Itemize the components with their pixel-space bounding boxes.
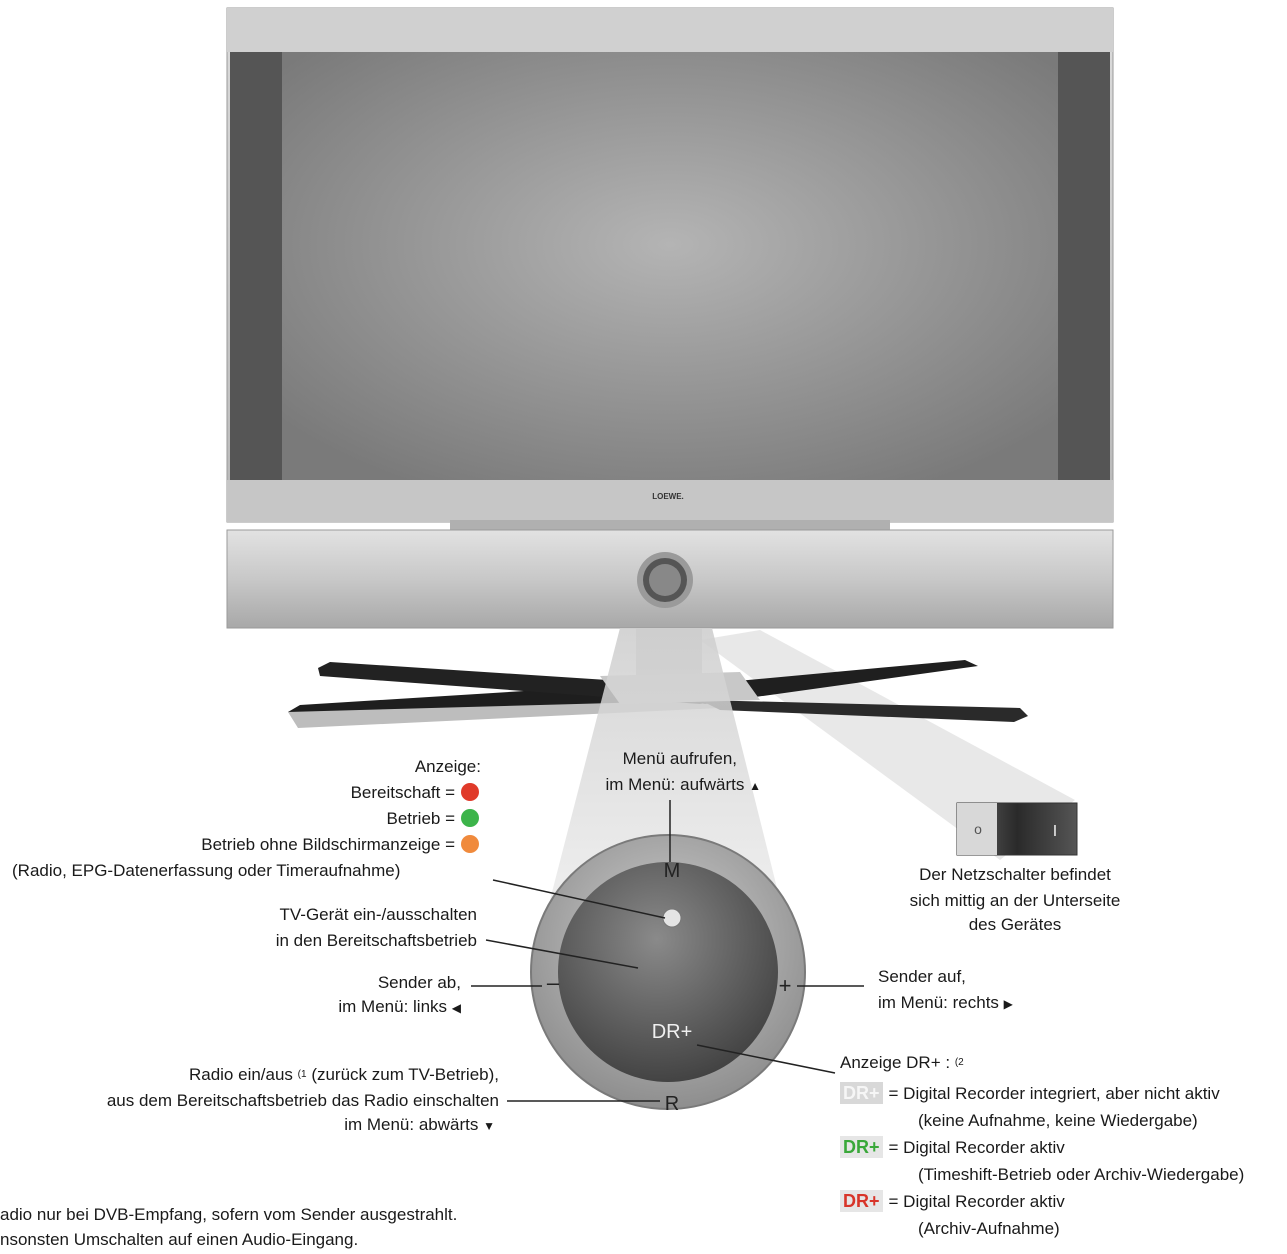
dr-legend-row-3: DR+= Digital Recorder aktiv	[840, 1190, 1065, 1213]
tv-top-bar	[227, 8, 1113, 52]
key-dr: DR+	[652, 1021, 693, 1043]
label-bereitschaft: Bereitschaft =	[351, 782, 479, 804]
label-netz-1: Der Netzschalter befindet	[919, 865, 1111, 884]
dr-legend-detail-2: (Timeshift-Betrieb oder Archiv-Wiedergab…	[918, 1165, 1245, 1184]
switch-on-symbol: I	[1053, 823, 1057, 840]
tv-bottom-bar	[227, 480, 1113, 522]
stand-foot-4	[700, 700, 1028, 722]
tv-screen	[282, 52, 1058, 480]
footnote-2: nsonsten Umschalten auf einen Audio-Eing…	[0, 1230, 359, 1249]
tv-foot-gap	[450, 520, 890, 530]
anzeige-title: Anzeige:	[414, 757, 481, 776]
triangle-left-icon: ◀	[451, 1001, 461, 1015]
label-sender-ab-2: im Menü: links ◀	[338, 997, 461, 1016]
label-menu-2: im Menü: aufwärts ▲	[605, 775, 761, 794]
power-led	[662, 908, 682, 928]
label-netz-2: sich mittig an der Unterseite	[909, 891, 1121, 910]
leader-power	[485, 939, 639, 969]
key-m: M	[664, 860, 681, 882]
green-indicator-dot	[461, 809, 479, 827]
remote-beam	[550, 628, 780, 900]
remote-inner	[558, 862, 778, 1082]
dr-green-badge: DR+	[840, 1136, 883, 1158]
dr-red-badge: DR+	[840, 1190, 883, 1212]
dr-legend-detail-3: (Archiv-Aufnahme)	[918, 1219, 1060, 1238]
leader-led	[492, 879, 666, 919]
triangle-up-icon: ▲	[749, 779, 761, 793]
dr-legend-title: Anzeige DR+ : (2	[840, 1053, 964, 1072]
key-r: R	[665, 1093, 679, 1115]
label-sender-auf-1: Sender auf,	[878, 967, 966, 986]
label-radio-3: im Menü: abwärts ▼	[344, 1115, 495, 1134]
orange-indicator-dot	[461, 835, 479, 853]
dr-legend-row-1: DR+= Digital Recorder integriert, aber n…	[840, 1082, 1220, 1105]
label-sender-ab-1: Sender ab,	[377, 973, 461, 992]
label-betrieb-ohne-detail: (Radio, EPG-Datenerfassung oder Timerauf…	[12, 861, 401, 880]
key-plus: +	[779, 973, 792, 998]
label-menu-1: Menü aufrufen,	[622, 749, 737, 768]
label-betrieb: Betrieb =	[386, 808, 479, 830]
dr-legend-row-2: DR+= Digital Recorder aktiv	[840, 1136, 1065, 1159]
control-knob-center	[649, 564, 681, 596]
triangle-down-icon: ▼	[483, 1119, 495, 1133]
leader-dr	[696, 1044, 836, 1074]
key-minus: –	[547, 970, 560, 995]
power-switch-off-side	[957, 803, 997, 855]
tv-left-speaker	[230, 52, 282, 480]
label-betrieb-ohne: Betrieb ohne Bildschirmanzeige =	[201, 834, 479, 856]
label-radio-2: aus dem Bereitschaftsbetrieb das Radio e…	[106, 1091, 499, 1110]
dr-legend-detail-1: (keine Aufnahme, keine Wiedergabe)	[918, 1111, 1198, 1130]
dr-grey-badge: DR+	[840, 1082, 883, 1104]
leader-lines	[471, 800, 864, 1102]
tv-right-speaker	[1058, 52, 1110, 480]
label-sender-auf-2: im Menü: rechts ▶	[878, 993, 1013, 1012]
label-tv-2: in den Bereitschaftsbetrieb	[275, 931, 477, 950]
switch-off-symbol: o	[974, 821, 982, 837]
red-indicator-dot	[461, 783, 479, 801]
triangle-right-icon: ▶	[1003, 997, 1013, 1011]
label-radio-1: Radio ein/aus (1 (zurück zum TV-Betrieb)…	[188, 1065, 499, 1084]
label-tv-1: TV-Gerät ein-/ausschalten	[279, 905, 477, 924]
footnote-1: adio nur bei DVB-Empfang, sofern vom Sen…	[0, 1205, 458, 1224]
label-netz-3: des Gerätes	[968, 915, 1062, 934]
brand-logo: LOEWE.	[652, 492, 684, 501]
